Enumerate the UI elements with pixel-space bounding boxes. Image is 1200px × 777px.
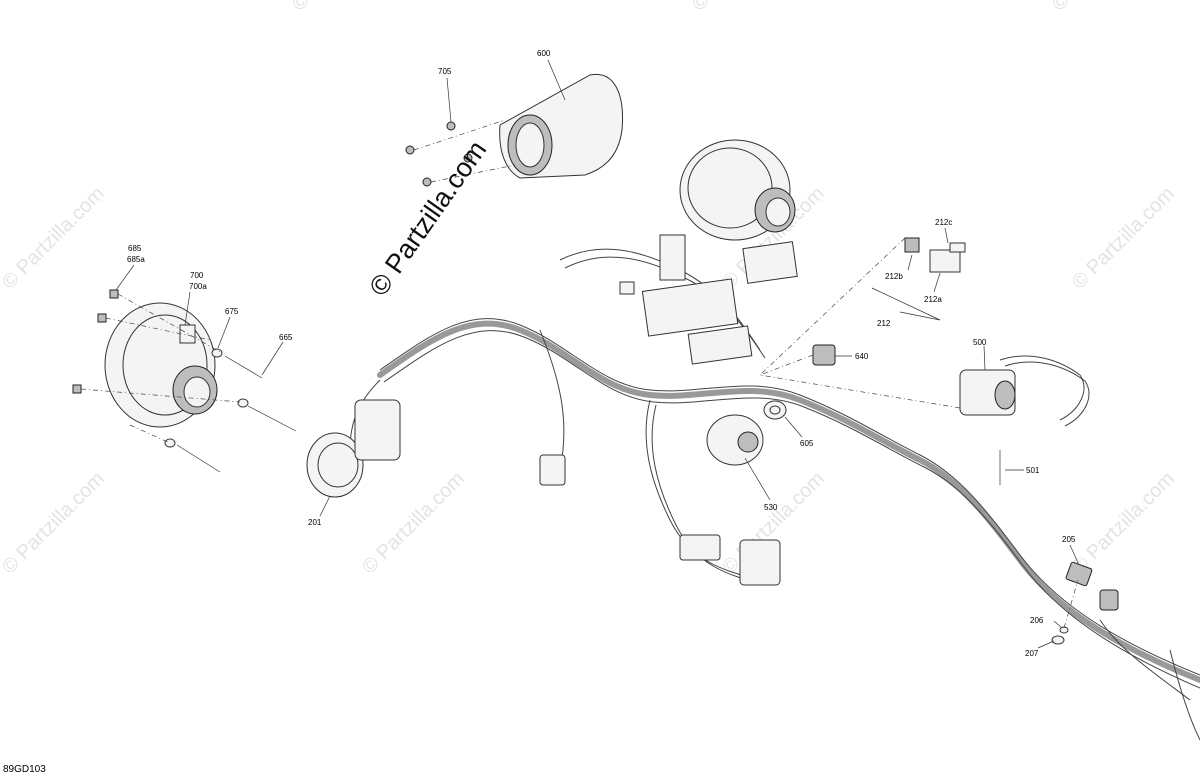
watermark-repeat: © Partzilla.com: [1068, 183, 1179, 294]
assembly-lines-left: [80, 293, 241, 444]
connector-212: [759, 237, 966, 376]
headlight-left: [104, 302, 218, 428]
callout-206: 206: [1030, 616, 1044, 625]
callout-700: 700: [190, 271, 204, 280]
watermark-repeat: © Partzilla.com: [0, 183, 109, 294]
callout-705: 705: [438, 67, 452, 76]
watermark-main: © Partzilla.com: [363, 135, 492, 301]
callout-212c: 212c: [935, 218, 952, 227]
callout-212a: 212a: [924, 295, 942, 304]
switch-500: [759, 369, 1016, 485]
cover-600: [499, 73, 624, 179]
watermark-repeat: © Partzilla.com: [1048, 0, 1159, 16]
callout-labels: 705 600 685 685a 700 700a 675 665 201 21…: [127, 49, 1076, 658]
watermark-repeat: © Partzilla.com: [688, 0, 799, 16]
callout-212b: 212b: [885, 272, 903, 281]
callout-205: 205: [1062, 535, 1076, 544]
callout-640: 640: [855, 352, 869, 361]
connector-block: [539, 234, 798, 586]
leader-lines: [115, 59, 1080, 649]
callout-201: 201: [308, 518, 322, 527]
watermark-repeat: © Partzilla.com: [358, 468, 469, 579]
callout-212: 212: [877, 319, 891, 328]
fasteners-left: [72, 289, 297, 473]
wiring-harness: [349, 248, 1200, 741]
actuator-530: [706, 414, 764, 466]
bulb-201: [306, 399, 401, 498]
diagram-reference-code: 89GD103: [3, 764, 46, 775]
fasteners-600: [405, 119, 516, 187]
callout-500: 500: [973, 338, 987, 347]
callout-207: 207: [1025, 649, 1039, 658]
watermark-repeat: © Partzilla.com: [288, 0, 399, 16]
grommet-605: [763, 400, 787, 420]
callout-605: 605: [800, 439, 814, 448]
headlight-assembly-right: [679, 139, 796, 241]
bracket-205: [1051, 561, 1119, 645]
watermark-repeat: © Partzilla.com: [1068, 468, 1179, 579]
switch-640: [759, 344, 836, 376]
watermark-repeat: © Partzilla.com: [0, 468, 109, 579]
callout-675: 675: [225, 307, 239, 316]
callout-685a: 685a: [127, 255, 145, 264]
callout-685: 685: [128, 244, 142, 253]
callout-530: 530: [764, 503, 778, 512]
callout-665: 665: [279, 333, 293, 342]
callout-501: 501: [1026, 466, 1040, 475]
callout-700a: 700a: [189, 282, 207, 291]
callout-600: 600: [537, 49, 551, 58]
